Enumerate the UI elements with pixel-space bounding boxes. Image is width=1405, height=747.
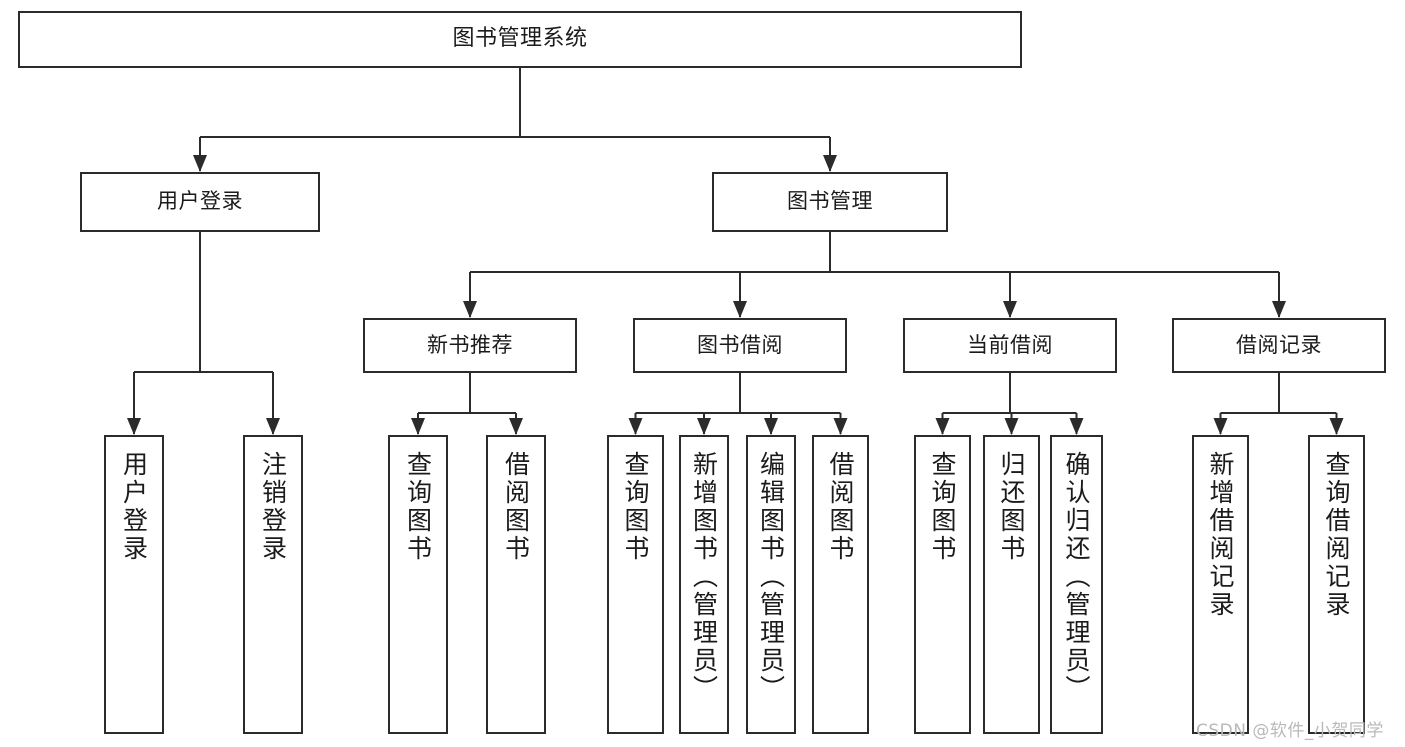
node-leaf-query-book-2-label: 查询图书 [621, 451, 650, 563]
node-leaf-borrow-book-1[interactable]: 借阅图书 [486, 435, 546, 734]
arrow-head [463, 301, 477, 318]
arrow-head [697, 418, 711, 435]
node-book-borrow-label: 图书借阅 [697, 332, 783, 357]
node-leaf-return-book-label: 归还图书 [997, 451, 1026, 563]
arrow-head [833, 418, 848, 435]
node-leaf-query-book-3[interactable]: 查询图书 [914, 435, 971, 734]
arrow-head [1004, 418, 1019, 435]
arrow-head [733, 301, 747, 318]
node-leaf-edit-book-label: 编辑图书（管理员） [756, 451, 786, 703]
node-user-login-label: 用户登录 [157, 189, 243, 214]
node-leaf-query-book-2[interactable]: 查询图书 [607, 435, 664, 734]
node-leaf-confirm-return-label: 确认归还（管理员） [1062, 451, 1091, 703]
arrow-head [1329, 418, 1344, 435]
node-root-label: 图书管理系统 [452, 26, 588, 52]
arrow-head [1069, 418, 1084, 435]
node-leaf-borrow-book-2[interactable]: 借阅图书 [812, 435, 869, 734]
node-leaf-borrow-book-1-label: 借阅图书 [501, 451, 531, 563]
arrow-head [1003, 301, 1017, 318]
node-leaf-edit-book[interactable]: 编辑图书（管理员） [746, 435, 796, 734]
arrow-head [193, 155, 207, 172]
node-new-book-recommend-label: 新书推荐 [427, 332, 513, 357]
node-leaf-query-book-3-label: 查询图书 [928, 451, 957, 563]
node-leaf-borrow-book-2-label: 借阅图书 [826, 451, 855, 563]
arrow-head [823, 155, 837, 172]
node-leaf-confirm-return[interactable]: 确认归还（管理员） [1050, 435, 1103, 734]
arrow-head [509, 418, 523, 435]
node-borrow-record[interactable]: 借阅记录 [1172, 318, 1386, 373]
arrow-head [628, 418, 643, 435]
node-leaf-user-logout-label: 注销登录 [258, 451, 288, 563]
node-leaf-add-book-label: 新增图书（管理员） [689, 451, 719, 703]
node-new-book-recommend[interactable]: 新书推荐 [363, 318, 577, 373]
arrow-head [411, 418, 425, 435]
node-book-manage[interactable]: 图书管理 [712, 172, 948, 232]
node-book-borrow[interactable]: 图书借阅 [633, 318, 847, 373]
node-root[interactable]: 图书管理系统 [18, 11, 1022, 68]
node-leaf-user-logout[interactable]: 注销登录 [243, 435, 303, 734]
node-leaf-user-login[interactable]: 用户登录 [104, 435, 164, 734]
node-borrow-record-label: 借阅记录 [1236, 332, 1322, 357]
node-leaf-add-record-label: 新增借阅记录 [1206, 451, 1235, 619]
node-book-manage-label: 图书管理 [787, 189, 873, 214]
arrow-head [1272, 301, 1286, 318]
arrow-head [764, 418, 778, 435]
node-leaf-query-book-1-label: 查询图书 [403, 451, 433, 563]
node-leaf-query-record[interactable]: 查询借阅记录 [1308, 435, 1365, 734]
node-leaf-add-record[interactable]: 新增借阅记录 [1192, 435, 1249, 734]
arrow-head [935, 418, 950, 435]
node-leaf-query-record-label: 查询借阅记录 [1322, 451, 1351, 619]
node-current-borrow-label: 当前借阅 [967, 332, 1053, 357]
arrow-head [1213, 418, 1228, 435]
node-leaf-add-book[interactable]: 新增图书（管理员） [679, 435, 729, 734]
node-current-borrow[interactable]: 当前借阅 [903, 318, 1117, 373]
arrow-head [127, 418, 141, 435]
node-leaf-return-book[interactable]: 归还图书 [983, 435, 1040, 734]
node-leaf-user-login-label: 用户登录 [119, 451, 149, 563]
node-leaf-query-book-1[interactable]: 查询图书 [388, 435, 448, 734]
node-user-login[interactable]: 用户登录 [80, 172, 320, 232]
arrow-head [266, 418, 280, 435]
